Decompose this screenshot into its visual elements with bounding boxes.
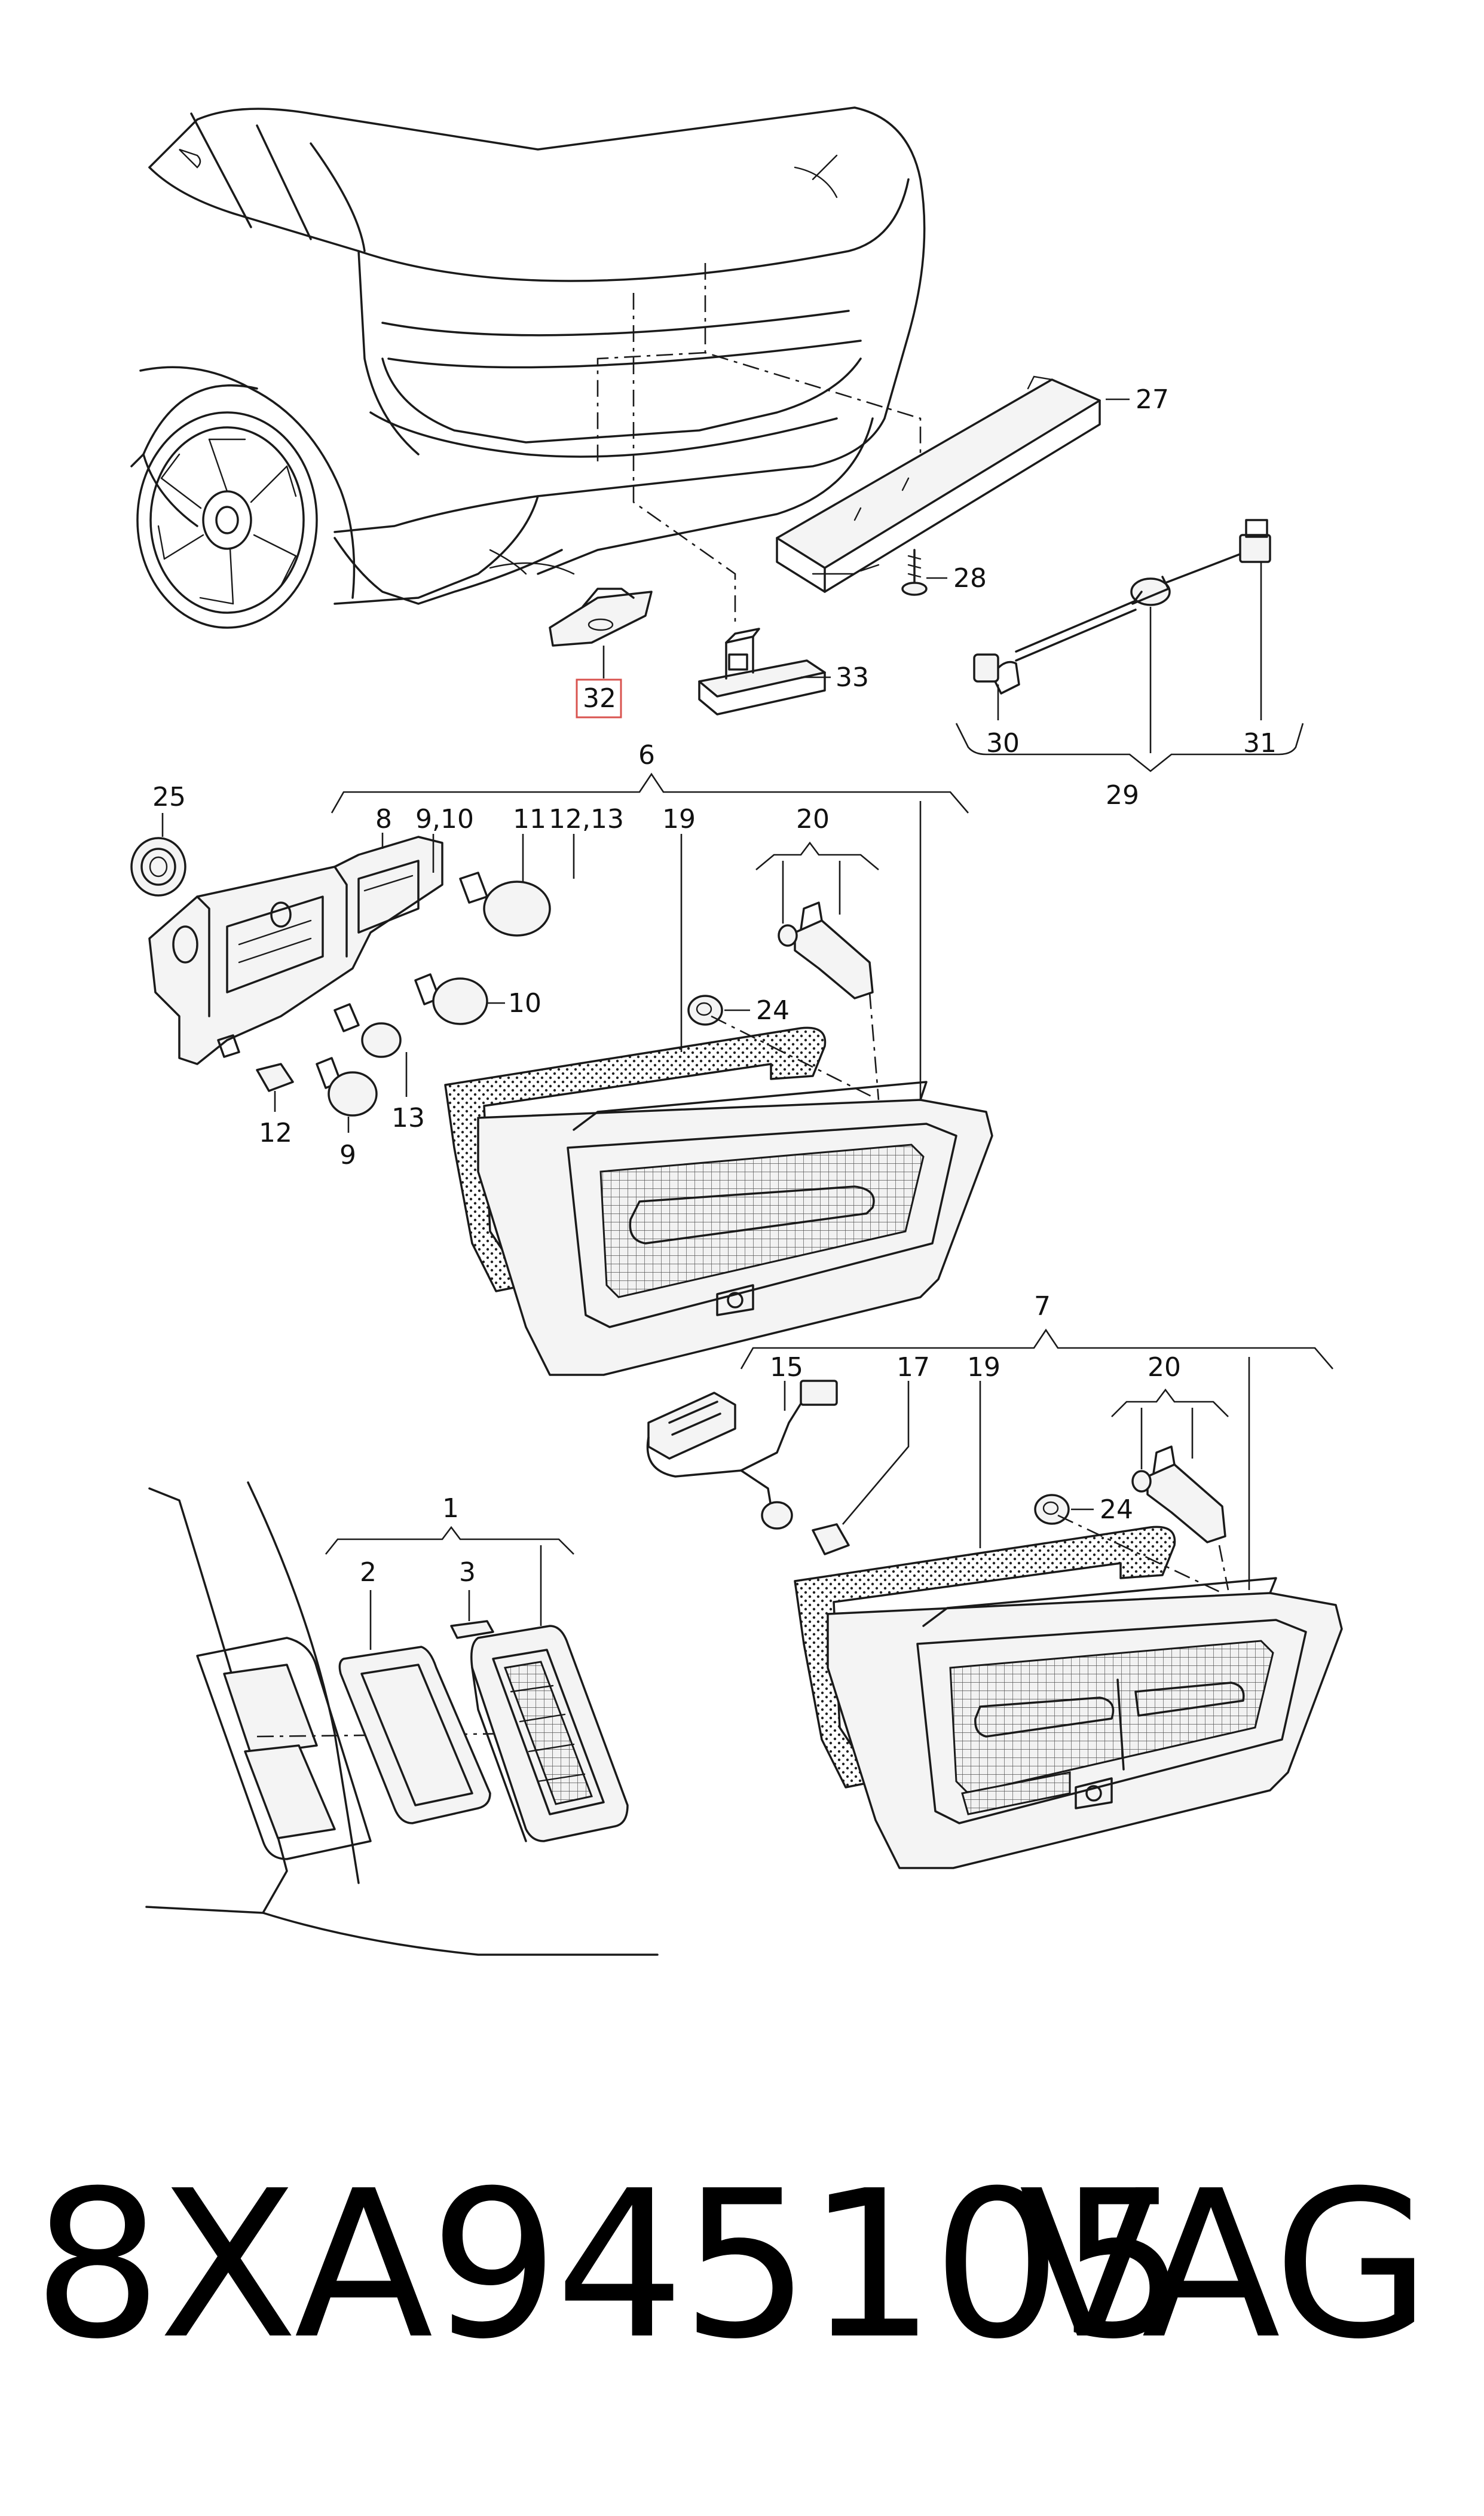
callout-32-highlight-box bbox=[576, 678, 622, 719]
part-8-bulb-carrier bbox=[148, 836, 443, 1065]
assembly-line bbox=[632, 293, 736, 622]
callout-2: 2 bbox=[360, 1557, 377, 1588]
callout-19b: 19 bbox=[967, 1352, 1000, 1383]
bracket-6 bbox=[331, 772, 969, 814]
part-10-bulb bbox=[414, 973, 488, 1025]
assembly-line bbox=[1057, 1514, 1229, 1594]
callout-11: 11 bbox=[513, 804, 546, 834]
callout-6: 6 bbox=[638, 740, 655, 771]
callout-9: 9 bbox=[339, 1140, 356, 1170]
part-33-license-plate-lamp bbox=[698, 628, 826, 716]
part-13-bulb bbox=[333, 1003, 402, 1058]
callout-29: 29 bbox=[1106, 780, 1139, 811]
callout-12-13: 12,13 bbox=[549, 804, 624, 834]
part-6-tail-light-assembly bbox=[444, 1026, 993, 1376]
callout-7: 7 bbox=[1034, 1291, 1051, 1322]
vehicle-body-panel bbox=[145, 1481, 659, 1956]
callout-24b: 24 bbox=[1100, 1494, 1133, 1525]
part-7-tail-light-assembly bbox=[794, 1526, 1343, 1869]
part-28-screw bbox=[901, 549, 928, 596]
part-12-bulb bbox=[217, 1034, 294, 1092]
part-3-clip bbox=[450, 1620, 494, 1639]
callout-27: 27 bbox=[1136, 384, 1169, 415]
callout-30: 30 bbox=[986, 728, 1020, 759]
leader-line bbox=[842, 1381, 910, 1525]
assembly-line bbox=[711, 992, 880, 1100]
part-9-bulb bbox=[316, 1057, 378, 1117]
callout-8: 8 bbox=[375, 804, 392, 834]
callout-32: 32 bbox=[583, 683, 616, 714]
part-17-bulb bbox=[812, 1523, 850, 1555]
callout-17: 17 bbox=[896, 1352, 930, 1383]
assembly-line bbox=[596, 351, 706, 466]
callout-20a: 20 bbox=[796, 804, 830, 834]
callout-13: 13 bbox=[391, 1103, 425, 1133]
rear-wheel bbox=[136, 411, 318, 629]
part-29-wiring-harness bbox=[973, 519, 1271, 695]
callout-12: 12 bbox=[259, 1118, 292, 1148]
part-20-clip bbox=[778, 901, 874, 999]
part-24-nut bbox=[687, 995, 723, 1026]
callout-15: 15 bbox=[770, 1352, 803, 1383]
bracket-20b bbox=[1111, 1388, 1229, 1417]
part-15-wiring-connector bbox=[646, 1380, 838, 1530]
callout-20b: 20 bbox=[1148, 1352, 1181, 1383]
part-1-license-lamp-unit bbox=[470, 1625, 629, 1842]
callout-25: 25 bbox=[152, 782, 186, 812]
callout-19a: 19 bbox=[662, 804, 696, 834]
callout-31: 31 bbox=[1243, 728, 1277, 759]
callout-33: 33 bbox=[836, 662, 869, 693]
bracket-20a bbox=[755, 841, 879, 870]
part-24-nut bbox=[1034, 1494, 1070, 1525]
part-number-label: 8XA945105 bbox=[33, 2147, 1188, 2384]
brand-label: VAG bbox=[1019, 2147, 1431, 2384]
bracket-1 bbox=[325, 1526, 574, 1555]
part-20-clip bbox=[1131, 1445, 1226, 1543]
part-32-cover-cap bbox=[549, 588, 653, 647]
part-25-grommet bbox=[130, 837, 186, 897]
callout-3: 3 bbox=[459, 1557, 476, 1588]
bracket-29 bbox=[955, 723, 1304, 772]
part-11-bulb bbox=[459, 872, 551, 937]
callout-9-10: 9,10 bbox=[415, 804, 474, 834]
callout-24a: 24 bbox=[756, 995, 790, 1026]
bracket-7 bbox=[740, 1328, 1333, 1369]
callout-10: 10 bbox=[508, 988, 541, 1019]
callout-28: 28 bbox=[953, 563, 987, 594]
part-27-reflector-bar bbox=[776, 375, 1101, 593]
assembly-line bbox=[704, 263, 922, 454]
callout-1: 1 bbox=[442, 1493, 459, 1524]
part-2-gasket bbox=[338, 1646, 491, 1824]
rear-bumper-lower bbox=[333, 537, 563, 605]
